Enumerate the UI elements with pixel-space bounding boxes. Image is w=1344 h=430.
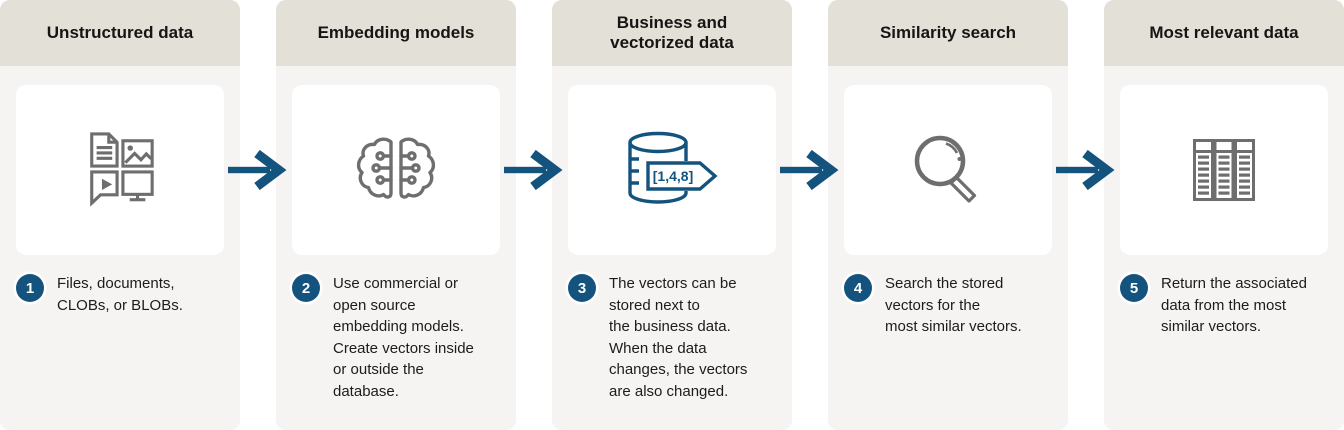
icon-card	[292, 85, 500, 255]
column-header: Similarity search	[828, 0, 1068, 66]
magnifier-icon	[914, 135, 977, 203]
column-most-relevant-data: Most relevant data	[1104, 0, 1344, 430]
column-header: Unstructured data	[0, 0, 240, 66]
step: 5 Return the associated data from the mo…	[1120, 273, 1338, 338]
step: 3 The vectors can be stored next to the …	[568, 273, 786, 402]
icon-card	[844, 85, 1052, 255]
column-header: Business and vectorized data	[552, 0, 792, 66]
icon-card: [1,4,8]	[568, 85, 776, 255]
column-body: 2 Use commercial or open source embeddin…	[276, 66, 516, 430]
unstructured-data-icon	[90, 132, 154, 207]
step-description: Return the associated data from the most…	[1161, 275, 1307, 335]
step: 1 Files, documents, CLOBs, or BLOBs.	[16, 273, 234, 316]
column-body: 1 Files, documents, CLOBs, or BLOBs.	[0, 66, 240, 430]
step-description: The vectors can be stored next to the bu…	[609, 275, 748, 400]
column-body: 4 Search the stored vectors for the most…	[828, 66, 1068, 430]
table-columns-icon	[1193, 139, 1255, 201]
brain-circuit-icon	[356, 137, 436, 199]
step-number-badge: 3	[568, 274, 596, 302]
column-header: Embedding models	[276, 0, 516, 66]
column-body: 5 Return the associated data from the mo…	[1104, 66, 1344, 430]
step-number-badge: 1	[16, 274, 44, 302]
step: 4 Search the stored vectors for the most…	[844, 273, 1062, 338]
vector-label-text: [1,4,8]	[653, 168, 693, 184]
right-arrow-icon	[504, 150, 563, 190]
column-title: Unstructured data	[46, 23, 194, 42]
icon-card	[1120, 85, 1328, 255]
step-number-badge: 5	[1120, 274, 1148, 302]
step-description: Use commercial or open source embedding …	[333, 275, 474, 400]
column-similarity-search: Similarity search 4 Search the stored ve…	[828, 0, 1068, 430]
column-unstructured-data: Unstructured data	[0, 0, 240, 430]
column-title: Similarity search	[879, 23, 1017, 42]
step-number-badge: 2	[292, 274, 320, 302]
right-arrow-icon	[780, 150, 839, 190]
column-business-vectorized-data: Business and vectorized data [1,4,8]	[552, 0, 792, 430]
column-title: Business and vectorized data	[610, 13, 734, 52]
step: 2 Use commercial or open source embeddin…	[292, 273, 510, 402]
column-title: Most relevant data	[1149, 23, 1299, 42]
column-title: Embedding models	[317, 23, 475, 42]
right-arrow-icon	[1056, 150, 1115, 190]
column-header: Most relevant data	[1104, 0, 1344, 66]
icon-card	[16, 85, 224, 255]
right-arrow-icon	[228, 150, 287, 190]
step-description: Search the stored vectors for the most s…	[885, 275, 1022, 335]
step-description: Files, documents, CLOBs, or BLOBs.	[57, 275, 183, 314]
step-number-badge: 4	[844, 274, 872, 302]
column-body: [1,4,8] 3 The vectors can be stored next…	[552, 66, 792, 430]
column-embedding-models: Embedding models	[276, 0, 516, 430]
database-vector-icon: [1,4,8]	[628, 131, 718, 204]
